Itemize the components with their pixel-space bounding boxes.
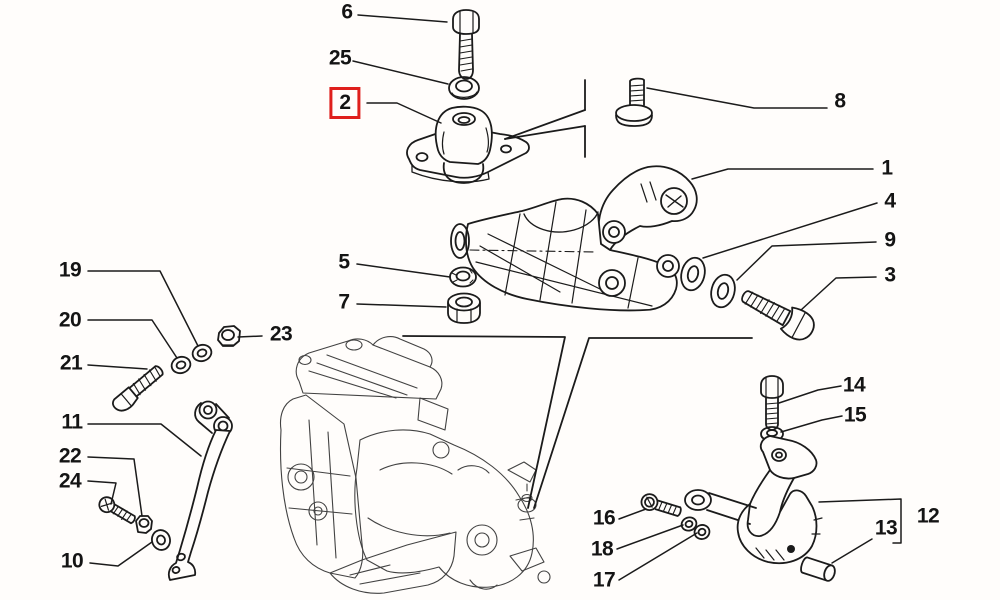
leader-line-18 bbox=[616, 524, 684, 550]
leader-line-19 bbox=[87, 270, 199, 347]
leader-line-12 bbox=[818, 498, 902, 544]
washer-20-drawing bbox=[170, 355, 192, 375]
part-label-13[interactable]: 13 bbox=[874, 516, 898, 540]
leader-line-15 bbox=[780, 415, 843, 433]
part-label-3[interactable]: 3 bbox=[884, 263, 896, 287]
part-label-6[interactable]: 6 bbox=[341, 0, 353, 24]
part-label-25[interactable]: 25 bbox=[328, 46, 352, 70]
washer-5-drawing bbox=[449, 266, 477, 288]
part-label-2[interactable]: 2 bbox=[329, 87, 361, 119]
leader-line-14 bbox=[778, 385, 842, 404]
leader-line-1 bbox=[691, 168, 874, 180]
leader-line-21 bbox=[87, 364, 148, 370]
part-label-14[interactable]: 14 bbox=[842, 373, 866, 397]
part-label-7[interactable]: 7 bbox=[338, 290, 350, 314]
part-label-18[interactable]: 18 bbox=[590, 537, 614, 561]
leader-line-2 bbox=[366, 102, 442, 124]
part-label-11[interactable]: 11 bbox=[61, 410, 83, 434]
part-label-4[interactable]: 4 bbox=[884, 189, 896, 213]
part-label-1[interactable]: 1 bbox=[881, 156, 893, 180]
leader-line-13 bbox=[831, 538, 873, 564]
part-label-20[interactable]: 20 bbox=[58, 308, 82, 332]
reference-line-5 bbox=[533, 337, 753, 509]
reference-line-1 bbox=[504, 109, 586, 140]
reference-line-2 bbox=[504, 125, 586, 140]
tie-rod-11-drawing bbox=[167, 400, 233, 581]
bolt-21-drawing bbox=[112, 365, 164, 412]
bolt-16-drawing bbox=[640, 493, 682, 517]
part-label-22[interactable]: 22 bbox=[58, 444, 82, 468]
bolt-6-drawing bbox=[452, 9, 480, 80]
nut-23-drawing bbox=[217, 325, 241, 347]
washer-25-drawing bbox=[448, 76, 480, 100]
leader-line-25 bbox=[352, 60, 449, 85]
part-label-9[interactable]: 9 bbox=[884, 228, 896, 252]
leader-line-11 bbox=[87, 423, 202, 457]
leader-line-22 bbox=[87, 456, 143, 517]
pin-13-drawing bbox=[800, 556, 836, 582]
part-label-12[interactable]: 12 bbox=[916, 504, 940, 528]
part-label-19[interactable]: 19 bbox=[58, 258, 82, 282]
part-label-24[interactable]: 24 bbox=[58, 469, 82, 493]
leader-lines bbox=[87, 14, 902, 581]
leader-line-23 bbox=[237, 335, 263, 338]
part-label-21[interactable]: 21 bbox=[59, 351, 83, 375]
part-label-23[interactable]: 23 bbox=[269, 322, 293, 346]
bolt-24-drawing bbox=[98, 496, 136, 525]
bolt-3-drawing bbox=[741, 290, 815, 341]
bolt-8-drawing bbox=[615, 77, 653, 127]
nut-7-drawing bbox=[447, 292, 481, 324]
leader-line-16 bbox=[618, 508, 647, 520]
washer-19-drawing bbox=[191, 343, 213, 363]
part-label-15[interactable]: 15 bbox=[843, 403, 867, 427]
engine-mount-2-drawing bbox=[406, 105, 530, 184]
part-label-10[interactable]: 10 bbox=[60, 549, 84, 573]
nut-22-drawing bbox=[135, 515, 153, 534]
engine-block-sketch bbox=[279, 336, 551, 594]
reference-line-4 bbox=[402, 335, 566, 509]
part-label-16[interactable]: 16 bbox=[592, 506, 616, 530]
leader-line-9 bbox=[736, 241, 877, 281]
leader-line-17 bbox=[618, 532, 698, 581]
washer-4-drawing bbox=[680, 256, 706, 292]
part-label-17[interactable]: 17 bbox=[592, 568, 616, 592]
leader-line-10 bbox=[89, 541, 153, 567]
leader-line-6 bbox=[357, 14, 448, 23]
reference-lines bbox=[402, 79, 753, 509]
part-label-5[interactable]: 5 bbox=[338, 250, 350, 274]
leader-line-4 bbox=[702, 202, 878, 259]
washer-18-drawing bbox=[680, 516, 698, 532]
leader-line-5 bbox=[356, 263, 451, 278]
leader-line-7 bbox=[356, 303, 447, 308]
washer-10-drawing bbox=[151, 529, 171, 551]
support-bracket-drawing bbox=[450, 165, 698, 312]
washer-9-drawing bbox=[710, 273, 736, 309]
part-label-8[interactable]: 8 bbox=[834, 89, 846, 113]
clamp-bracket-12-drawing bbox=[684, 435, 823, 565]
leader-line-8 bbox=[646, 87, 828, 109]
leader-line-24 bbox=[87, 480, 117, 505]
leader-line-3 bbox=[800, 276, 877, 311]
leader-line-20 bbox=[87, 319, 178, 359]
